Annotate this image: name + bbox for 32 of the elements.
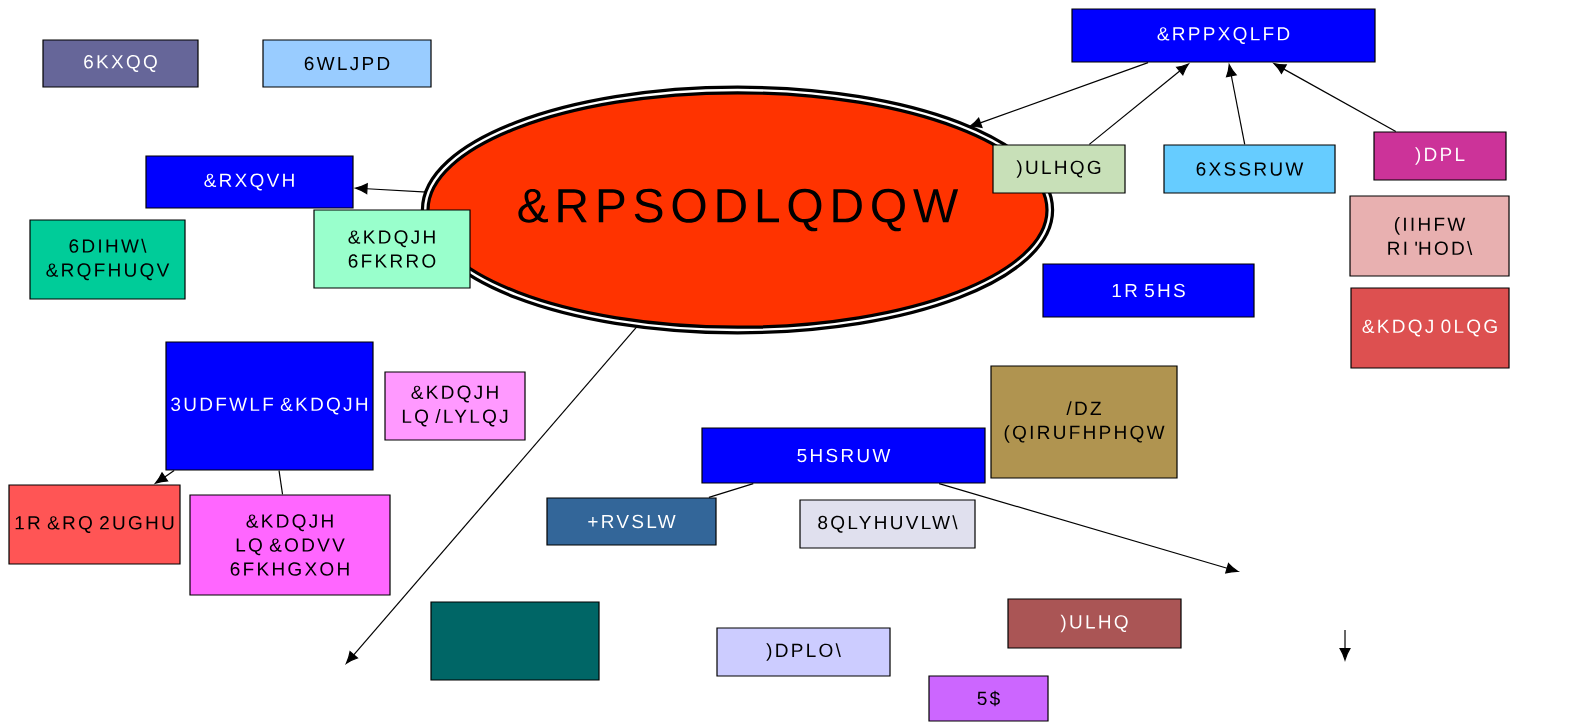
arrow: [938, 483, 1239, 574]
arrow: [969, 62, 1149, 128]
label-box: &KDQJ 0LQG: [1350, 287, 1510, 369]
label-box: 5HSRUW: [701, 427, 986, 484]
arrow: [1088, 63, 1190, 145]
label-box: 3UDFWLF &KDQJH: [165, 341, 374, 471]
label-box: )DPLO\: [716, 627, 891, 677]
label-box: 5$: [928, 675, 1049, 722]
label-box: 6WLJPD: [262, 39, 432, 88]
label-box: )DPL: [1373, 131, 1507, 181]
label-box: /DZ (QIRUFHPHQW: [990, 365, 1178, 479]
arrow: [154, 470, 175, 484]
label-box: )ULHQ: [1007, 598, 1182, 649]
empty-box: [430, 601, 600, 681]
label-box: 6DIHW\ &RQFHUQV: [29, 219, 186, 300]
arrow: [1273, 63, 1397, 132]
label-box: &KDQJH 6FKRRO: [313, 209, 471, 289]
arrow: [355, 183, 428, 195]
label-box: 6KXQQ: [42, 39, 199, 88]
label-box: )ULHQG: [992, 144, 1126, 194]
arrow: [345, 324, 639, 664]
label-box: &KDQJH LQ /LYLQJ: [384, 371, 526, 441]
label-box: 6XSSRUW: [1163, 144, 1336, 194]
label-box: 1R 5HS: [1042, 263, 1255, 318]
label-box: &RXQVH: [145, 155, 354, 209]
label-box: &RPPXQLFD: [1071, 8, 1376, 63]
arrow: [1225, 64, 1246, 145]
label-box: 8QLYHUVLW\: [799, 499, 976, 549]
label-box: 1R &RQ 2UGHU: [8, 484, 181, 565]
label-box: +RVSLW: [546, 497, 717, 546]
label-box: &KDQJH LQ &ODVV 6FKHGXOH: [189, 494, 391, 596]
label-box: (IIHFW RI 'HOD\: [1349, 195, 1510, 277]
